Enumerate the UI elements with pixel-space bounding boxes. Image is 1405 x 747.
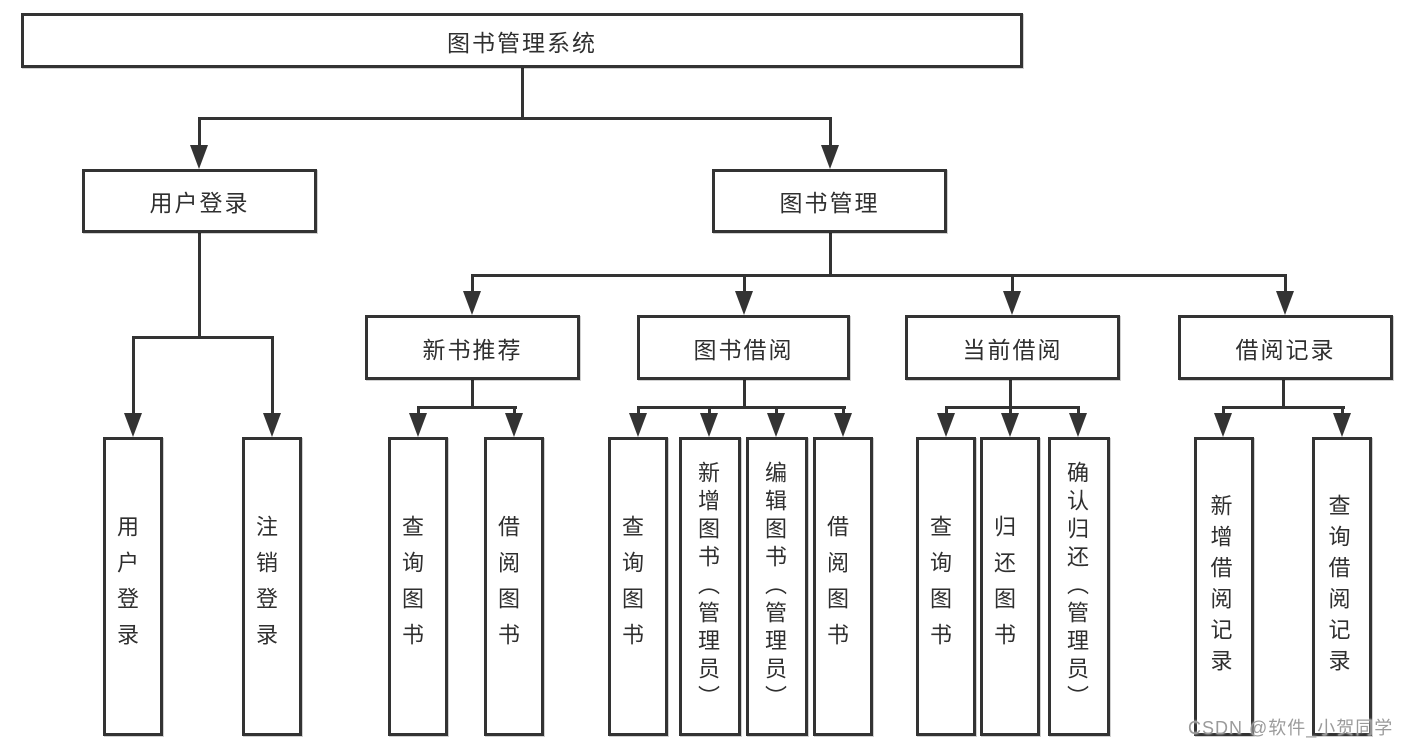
leaf-borrow-book-label: 借阅图书 [824, 514, 849, 659]
connector-rec-bar [416, 406, 517, 409]
leaf-borrow-book-recommend-label: 借阅图书 [495, 514, 520, 659]
arrow-to-leaf-icon [937, 413, 955, 437]
leaf-confirm-return-admin-label: 确认归还（管理员） [1064, 460, 1089, 713]
arrow-to-current-borrow-icon [1003, 291, 1021, 315]
arrow-to-leaf-icon [700, 413, 718, 437]
leaf-query-book-current: 查询图书 [916, 437, 976, 736]
connector-bookmgmt-drop [828, 117, 832, 152]
connector-bookmgmt-stub [828, 233, 832, 277]
leaf-add-borrow-record-label: 新增借阅记录 [1207, 493, 1233, 680]
connector-rec-stub [470, 380, 474, 409]
arrow-to-leaf-icon [124, 413, 142, 437]
connector-borrow-bar [636, 406, 846, 409]
arrow-to-leaf-icon [834, 413, 852, 437]
leaf-logout: 注销登录 [242, 437, 302, 736]
leaf-add-book-admin: 新增图书（管理员） [679, 437, 741, 736]
node-book-borrow: 图书借阅 [637, 315, 850, 380]
connector-current-bar [944, 406, 1080, 409]
arrow-to-leaf-icon [1214, 413, 1232, 437]
connector-leaf-drop [131, 336, 135, 425]
node-root: 图书管理系统 [21, 13, 1023, 68]
watermark: CSDN @软件_小贺同学 [1188, 718, 1394, 738]
arrow-to-book-borrow-icon [735, 291, 753, 315]
leaf-return-book-label: 归还图书 [991, 514, 1016, 659]
connector-root-stub [520, 68, 524, 120]
connector-l3-drop [470, 274, 474, 298]
leaf-query-book-current-label: 查询图书 [927, 514, 952, 659]
node-current-borrow: 当前借阅 [905, 315, 1120, 380]
leaf-query-borrow-record: 查询借阅记录 [1312, 437, 1372, 736]
leaf-query-book-borrow-label: 查询图书 [619, 514, 644, 659]
arrow-to-leaf-icon [1333, 413, 1351, 437]
connector-root-bar [197, 117, 832, 120]
arrow-to-leaf-icon [1069, 413, 1087, 437]
arrow-to-leaf-icon [767, 413, 785, 437]
leaf-query-book-recommend: 查询图书 [388, 437, 448, 736]
connector-userlogin-bar [131, 336, 274, 339]
connector-leaf-drop [270, 336, 274, 425]
leaf-add-borrow-record: 新增借阅记录 [1194, 437, 1254, 736]
arrow-to-leaf-icon [505, 413, 523, 437]
leaf-add-book-admin-label: 新增图书（管理员） [695, 460, 720, 713]
connector-level3-bar [470, 274, 1287, 277]
node-user-login: 用户登录 [82, 169, 317, 233]
leaf-edit-book-admin-label: 编辑图书（管理员） [762, 460, 787, 713]
connector-l3-drop [1010, 274, 1014, 298]
leaf-logout-label: 注销登录 [253, 514, 278, 659]
connector-l3-drop [1283, 274, 1287, 298]
connector-borrow-stub [742, 380, 746, 409]
arrow-to-borrow-records-icon [1276, 291, 1294, 315]
leaf-borrow-book-recommend: 借阅图书 [484, 437, 544, 736]
arrow-to-new-book-rec-icon [463, 291, 481, 315]
connector-current-stub [1008, 380, 1012, 409]
arrow-to-user-login-icon [190, 145, 208, 169]
leaf-borrow-book: 借阅图书 [813, 437, 873, 736]
leaf-edit-book-admin: 编辑图书（管理员） [746, 437, 808, 736]
connector-userlogin-drop [197, 117, 201, 152]
connector-records-stub [1281, 380, 1285, 409]
node-borrow-records: 借阅记录 [1178, 315, 1393, 380]
leaf-confirm-return-admin: 确认归还（管理员） [1048, 437, 1110, 736]
arrow-to-leaf-icon [1001, 413, 1019, 437]
node-new-book-recommend: 新书推荐 [365, 315, 580, 380]
leaf-query-borrow-record-label: 查询借阅记录 [1325, 493, 1351, 680]
arrow-to-leaf-icon [263, 413, 281, 437]
arrow-to-leaf-icon [629, 413, 647, 437]
arrow-to-leaf-icon [409, 413, 427, 437]
leaf-return-book: 归还图书 [980, 437, 1040, 736]
connector-records-bar [1221, 406, 1345, 409]
connector-l3-drop [742, 274, 746, 298]
leaf-query-book-borrow: 查询图书 [608, 437, 668, 736]
arrow-to-book-mgmt-icon [821, 145, 839, 169]
leaf-user-login-label: 用户登录 [114, 514, 139, 659]
leaf-query-book-recommend-label: 查询图书 [399, 514, 424, 659]
node-book-management: 图书管理 [712, 169, 947, 233]
leaf-user-login: 用户登录 [103, 437, 163, 736]
connector-userlogin-stub [197, 233, 201, 339]
